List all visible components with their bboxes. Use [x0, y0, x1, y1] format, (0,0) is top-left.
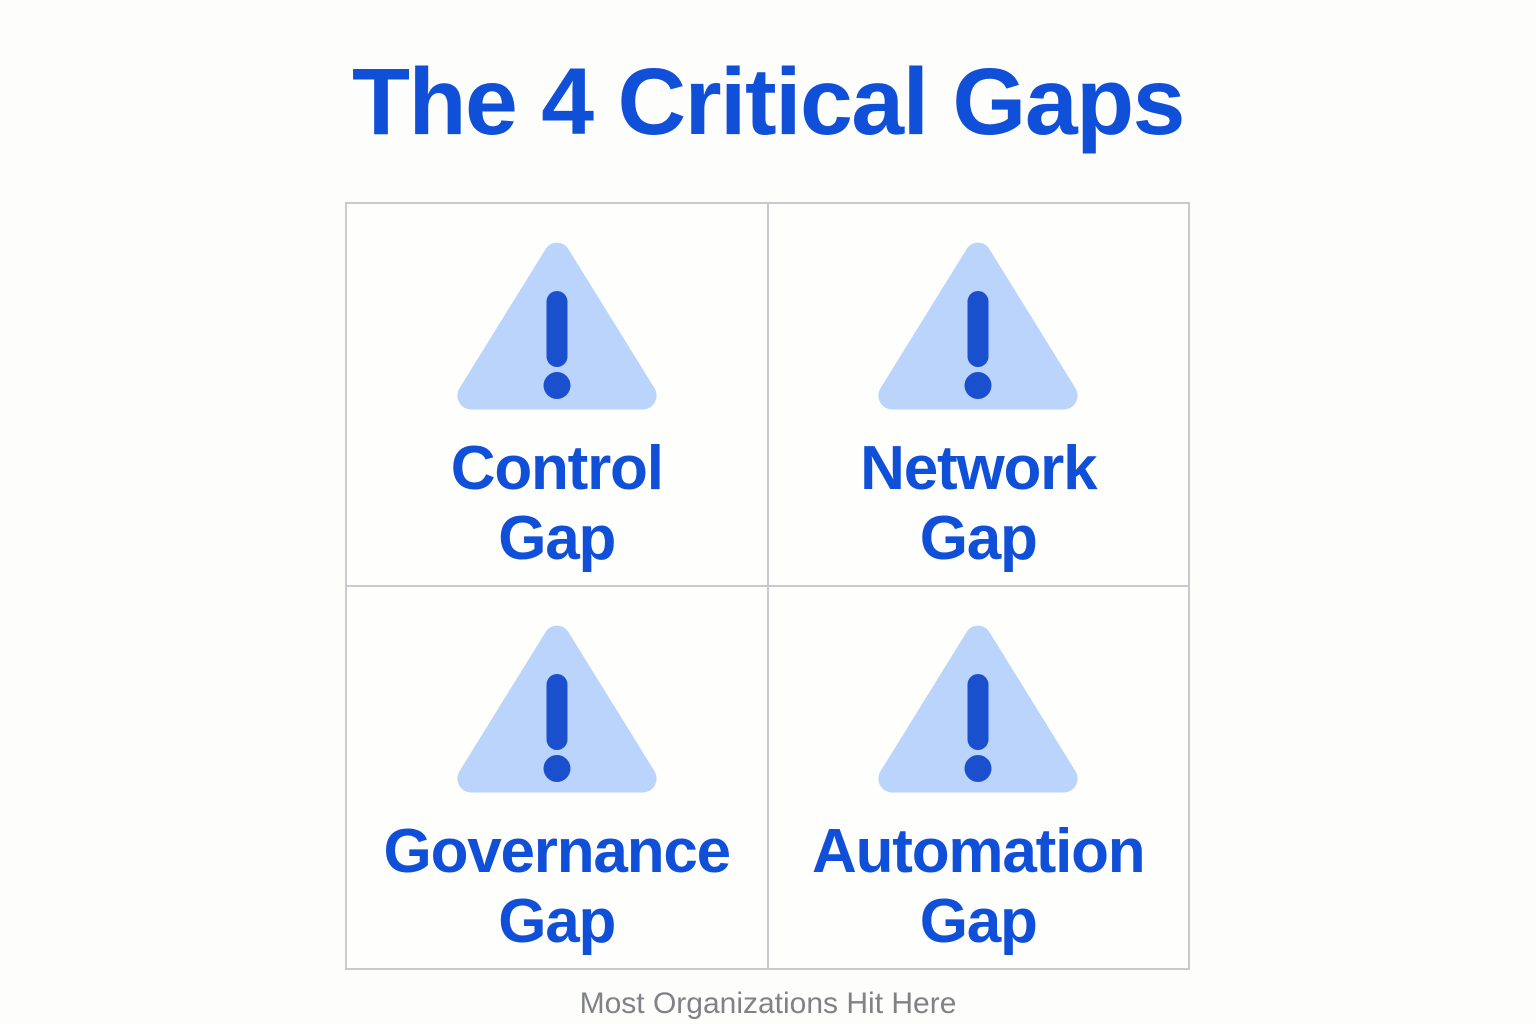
gap-cell-network[interactable]: Network Gap	[768, 204, 1188, 585]
warning-triangle-icon	[457, 242, 657, 410]
gap-cell-automation[interactable]: Automation Gap	[768, 587, 1188, 968]
warning-triangle-icon	[878, 242, 1078, 410]
gap-cell-label: Network Gap	[860, 434, 1097, 573]
gaps-grid: Control Gap Network Gap Governance Gap	[345, 202, 1190, 970]
gap-cell-label: Governance Gap	[383, 817, 732, 956]
gap-cell-label: Automation Gap	[812, 817, 1146, 956]
warning-triangle-icon	[457, 625, 657, 793]
gap-cell-label: Control Gap	[450, 434, 664, 573]
page-title: The 4 Critical Gaps	[351, 49, 1186, 155]
gap-cell-control[interactable]: Control Gap	[347, 204, 767, 585]
gap-cell-governance[interactable]: Governance Gap	[347, 587, 767, 968]
warning-triangle-icon	[878, 625, 1078, 793]
footer-note: Most Organizations Hit Here	[579, 987, 957, 1020]
